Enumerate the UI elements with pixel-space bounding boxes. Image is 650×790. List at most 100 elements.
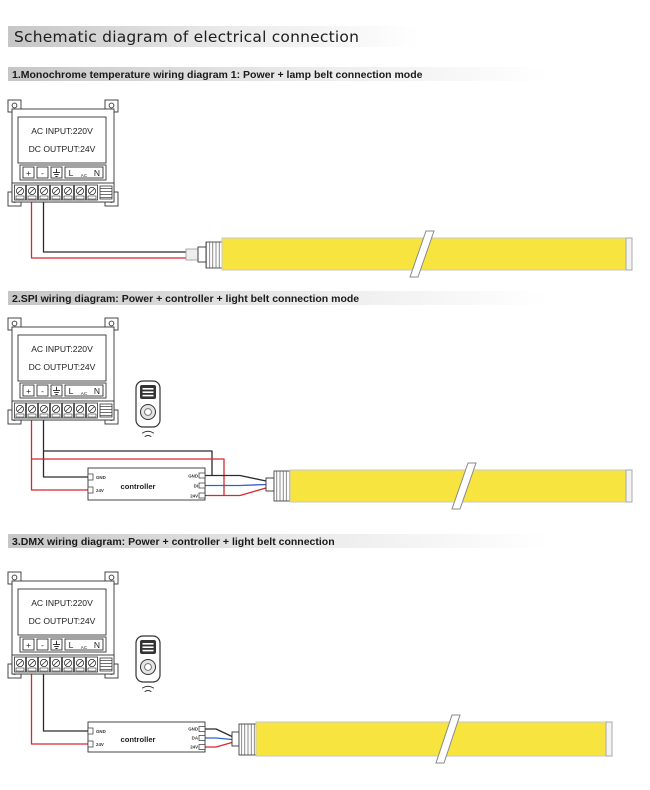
section-1-wiring [30,202,633,278]
input-gnd-label: GND [96,729,106,734]
section-1-header-bar [8,67,548,81]
black-branch-wire [43,450,213,476]
da-output-wire [205,737,233,741]
output-terminal-24v [198,492,206,499]
terminal-strip [14,655,98,674]
rating-plate [17,116,107,164]
red-branch-wire [31,458,225,496]
strip-connector-cap [205,241,223,269]
terminal-strip [14,183,98,202]
black-wire [42,674,88,732]
break-mark [451,462,477,510]
section-3-wiring [30,674,613,764]
dc-output-label: DC OUTPUT:24V [29,362,96,372]
gnd-output-wire [205,474,267,482]
strip-connector-cap [273,470,291,502]
mounting-hole [108,320,115,327]
mounting-hole [11,320,18,327]
section-2-wiring [30,420,633,510]
mounting-hole [108,574,115,581]
terminal-strip [14,401,98,420]
controller-label: controller [120,482,155,491]
output-terminal-di [198,482,206,489]
di-output-wire [205,483,267,487]
section-3-heading: 3.DMX wiring diagram: Power + controller… [12,536,335,548]
neutral-marking: N [94,640,100,650]
remote-control-icon [135,380,161,437]
positive-marking-box [22,166,35,179]
wireless-signal-icon [142,430,154,437]
line-marking: L [69,640,74,650]
ac-input-label: AC INPUT:220V [31,126,93,136]
dmx-controller: GND 24V controller GND DA 24V [87,721,206,753]
negative-marking: - [41,386,44,396]
output-terminal-gnd [198,472,206,479]
vent-hatch [99,403,113,418]
positive-marking: + [26,386,31,396]
output-24v-label: 24V [190,494,198,499]
line-marking: L [69,168,74,178]
plug [197,246,207,263]
ac-marking: AC [81,391,88,396]
ac-marking-box [64,384,104,397]
input-24v-label: 24V [96,742,104,747]
line-marking: L [69,386,74,396]
neutral-marking: N [94,386,100,396]
positive-marking-box [22,638,35,651]
output-24v-label: 24V [190,745,198,750]
remote-knob-center [144,408,152,416]
mounting-hole [11,102,18,109]
input-terminal-gnd [87,473,94,481]
gnd-output-wire [205,728,233,738]
ac-marking: AC [81,645,88,650]
wireless-signal-icon [142,685,154,692]
input-gnd-label: GND [96,475,106,480]
page-title: Schematic diagram of electrical connecti… [14,28,359,46]
red-wire [30,202,186,259]
controller-label: controller [120,735,155,744]
tube-end-cap [625,469,633,503]
mounting-hole [11,574,18,581]
section-1-heading: 1.Monochrome temperature wiring diagram … [12,69,423,81]
negative-marking: - [41,168,44,178]
remote-button-row [142,394,154,397]
negative-marking-box [36,384,49,397]
red-wire [30,674,88,745]
positive-marking: + [26,640,31,650]
vent-hatch [99,185,113,200]
wire-sheath [185,248,199,261]
power-supply: AC INPUT:220V DC OUTPUT:24V + - L AC N [7,99,119,207]
positive-marking-box [22,384,35,397]
plug [265,477,275,492]
ac-marking: AC [81,173,88,178]
spi-controller: GND 24V controller GND DI 24V [87,467,206,501]
remote-button-row [142,646,154,648]
remote-knob-center [144,663,152,671]
section-2-heading: 2.SPI wiring diagram: Power + controller… [12,293,359,305]
ac-marking-box [64,166,104,179]
rating-plate [17,334,107,382]
input-terminal-24v [87,486,94,494]
plug [231,731,240,747]
controller-body [87,467,206,501]
ac-input-label: AC INPUT:220V [31,344,93,354]
power-supply: AC INPUT:220V DC OUTPUT:24V + - L AC N [7,317,119,425]
break-mark [409,230,435,278]
output-terminal-da [198,735,206,741]
dc-output-label: DC OUTPUT:24V [29,144,96,154]
remote-button-row [142,388,154,390]
ground-icon [53,168,60,177]
24v-output-wire [205,741,233,748]
remote-button-row [142,643,154,645]
tube-end-cap [605,721,613,757]
positive-marking: + [26,168,31,178]
power-supply: AC INPUT:220V DC OUTPUT:24V + - L AC N [7,571,119,679]
negative-marking-box [36,166,49,179]
remote-control-icon [135,635,161,692]
ac-input-label: AC INPUT:220V [31,598,93,608]
24v-output-wire [205,487,267,497]
break-mark [435,714,461,764]
input-terminal-gnd [87,727,94,735]
negative-marking: - [41,640,44,650]
